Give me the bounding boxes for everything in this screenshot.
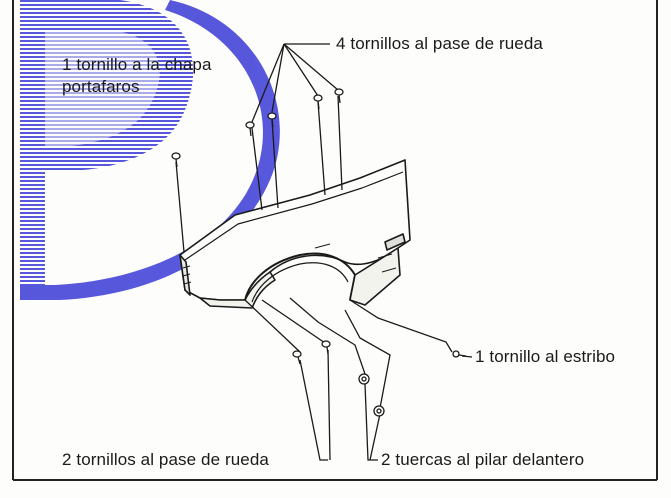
- watermark-left-bar: [20, 0, 45, 300]
- screw-icon-bottom-1: [292, 350, 302, 365]
- watermark-inner-fill: [20, 0, 194, 171]
- watermark-logo: [20, 0, 280, 300]
- watermark-inner-swoosh: [20, 30, 160, 149]
- nut-icon-2: [373, 405, 385, 417]
- screw-icon-top-1: [245, 121, 255, 137]
- leader-lines: [175, 43, 473, 461]
- label-estribo: 1 tornillo al estribo: [475, 347, 616, 366]
- screw-icon-top-3: [313, 94, 323, 110]
- screw-icon-top-2: [267, 112, 277, 128]
- screw-icon-estribo: [452, 350, 467, 358]
- label-pilar: 2 tuercas al pilar delantero: [381, 450, 585, 469]
- label-chapa-line1: 1 tornillo a la chapa: [62, 55, 212, 74]
- nut-icon-1: [358, 373, 370, 385]
- label-pase-rueda-top: 4 tornillos al pase de rueda: [336, 34, 543, 53]
- screw-icon-top-4: [334, 88, 344, 104]
- label-chapa-line2: portafaros: [62, 77, 140, 96]
- screw-icon-chapa: [171, 152, 181, 168]
- fasteners: [171, 88, 467, 417]
- screw-icon-bottom-2: [321, 340, 331, 355]
- front-fender: [179, 159, 411, 309]
- label-pase-rueda-bottom: 2 tornillos al pase de rueda: [62, 450, 269, 469]
